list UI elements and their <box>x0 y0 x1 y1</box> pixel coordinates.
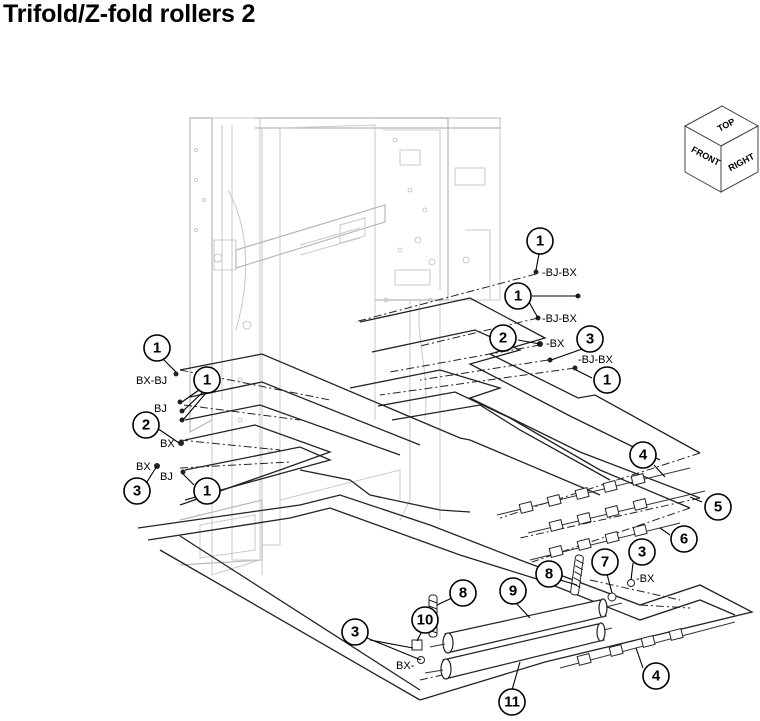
part-codes: -BJ-BX -BJ-BX -BX -BJ-BX BX-BJ BJ BX BX … <box>136 267 655 672</box>
cube-right-face <box>720 125 759 193</box>
code-bx-5: BX- <box>396 660 415 672</box>
code-bx-4: -BX <box>636 573 655 585</box>
bracket-10 <box>411 639 423 651</box>
callout-1: 1 <box>504 282 532 310</box>
callout-3: 3 <box>628 538 656 566</box>
svg-text:9: 9 <box>509 583 517 600</box>
svg-text:3: 3 <box>586 331 594 348</box>
orientation-cube: TOP FRONT RIGHT <box>683 105 760 193</box>
svg-text:1: 1 <box>203 483 211 500</box>
svg-text:3: 3 <box>351 624 359 641</box>
svg-text:1: 1 <box>536 233 544 250</box>
svg-text:8: 8 <box>545 566 553 583</box>
callout-4: 4 <box>629 441 657 469</box>
roller-6 <box>529 522 681 561</box>
callout-4: 4 <box>642 662 670 690</box>
svg-text:1: 1 <box>603 372 611 389</box>
svg-text:4: 4 <box>652 668 661 685</box>
svg-text:5: 5 <box>714 499 722 516</box>
assembly-paths <box>137 273 754 701</box>
code-bx-bj-1: BX-BJ <box>136 375 167 387</box>
svg-text:1: 1 <box>153 340 161 357</box>
code-bx-3: BX <box>136 461 151 473</box>
callouts: 1 1 1 1 1 1 2 2 3 3 3 3 4 4 5 6 7 8 8 9 … <box>123 227 732 716</box>
code-bj-bx-3: -BJ-BX <box>578 354 614 366</box>
callout-7: 7 <box>591 548 619 576</box>
roller-4-upper <box>496 467 691 516</box>
svg-text:7: 7 <box>601 554 609 571</box>
callout-8: 8 <box>449 579 477 607</box>
callout-1: 1 <box>143 334 171 362</box>
svg-text:4: 4 <box>639 447 648 464</box>
callout-6: 6 <box>670 525 698 553</box>
callout-1: 1 <box>193 366 221 394</box>
code-bj-bx-1: -BJ-BX <box>542 267 578 279</box>
callout-3: 3 <box>341 618 369 646</box>
callout-3: 3 <box>576 325 604 353</box>
callout-9: 9 <box>499 577 527 605</box>
callout-5: 5 <box>704 493 732 521</box>
rollers <box>154 269 736 680</box>
callout-2: 2 <box>132 411 160 439</box>
spring-8-right <box>570 554 584 596</box>
svg-text:8: 8 <box>459 585 467 602</box>
callout-10: 10 <box>411 606 439 634</box>
svg-text:2: 2 <box>142 417 150 434</box>
code-bx-1: -BX <box>546 338 565 350</box>
code-bx-2: BX <box>160 438 175 450</box>
roller-11 <box>424 622 613 680</box>
callout-11: 11 <box>498 688 526 716</box>
svg-text:3: 3 <box>638 544 646 561</box>
code-bj-1: BJ <box>154 403 167 415</box>
callout-1: 1 <box>593 366 621 394</box>
svg-text:2: 2 <box>499 330 507 347</box>
svg-text:3: 3 <box>133 483 141 500</box>
svg-text:10: 10 <box>417 612 434 629</box>
machine-frame <box>179 117 501 576</box>
code-bj-2: BJ <box>160 471 173 483</box>
e-ring-3 <box>627 579 635 587</box>
callout-1: 1 <box>193 477 221 505</box>
callout-2: 2 <box>489 324 517 352</box>
code-bj-bx-2: -BJ-BX <box>542 313 578 325</box>
roller-5 <box>527 490 706 534</box>
svg-text:1: 1 <box>514 288 522 305</box>
callout-1: 1 <box>526 227 554 255</box>
svg-text:11: 11 <box>504 694 520 711</box>
page-title: Trifold/Z-fold rollers 2 <box>3 0 256 28</box>
roller-9 <box>429 598 623 654</box>
roller-4-lower <box>559 621 736 669</box>
svg-text:6: 6 <box>680 531 688 548</box>
bearing-7 <box>607 592 617 602</box>
svg-text:1: 1 <box>203 372 211 389</box>
callout-8: 8 <box>535 560 563 588</box>
callout-3: 3 <box>123 477 151 505</box>
